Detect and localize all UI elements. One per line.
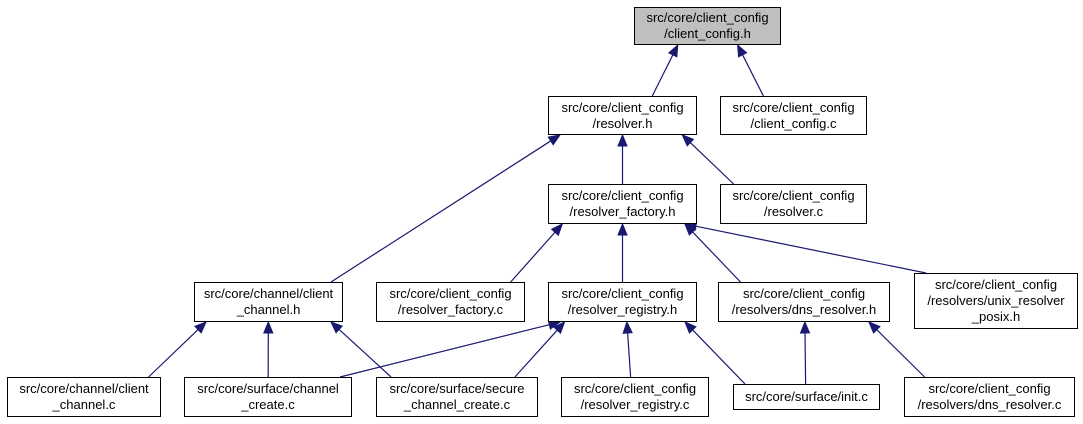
node-label-line: _channel.c (52, 397, 116, 412)
node-client-config-c[interactable]: src/core/client_config /client_config.c (720, 96, 867, 135)
node-resolver-registry-h[interactable]: src/core/client_config /resolver_registr… (548, 282, 697, 322)
edge-line (510, 231, 556, 283)
node-label-line: _posix.h (971, 309, 1021, 324)
node-label-line: /resolver.c (763, 204, 824, 219)
edge-unix_resolver_posix_h-to-resolver_factory_h (683, 221, 927, 274)
edge-line (148, 329, 199, 378)
arrowhead-icon (194, 321, 207, 334)
node-label-line: src/core/client_config (573, 381, 697, 396)
edge-resolver_registry_h-to-resolver_factory_h (617, 222, 628, 282)
node-label-line: _create.c (241, 397, 295, 412)
node-dns-resolver-h[interactable]: src/core/client_config /resolvers/dns_re… (718, 282, 890, 322)
edge-line (339, 324, 550, 378)
node-label-line: _channel.h (236, 302, 301, 317)
edge-line (689, 142, 735, 185)
arrowhead-icon (622, 320, 633, 334)
node-dns-resolver-c[interactable]: src/core/client_config /resolvers/dns_re… (904, 377, 1075, 417)
node-label-line: /resolvers/dns_resolver.h (731, 302, 877, 317)
node-channel-create-c[interactable]: src/core/surface/channel _create.c (184, 377, 352, 417)
node-label-line: /resolver.h (592, 115, 653, 131)
arrowhead-icon (617, 133, 628, 147)
arrowhead-icon (330, 321, 344, 334)
edge-line (627, 332, 632, 378)
arrowhead-icon (799, 320, 811, 334)
arrowhead-icon (552, 321, 566, 335)
node-client-channel-c[interactable]: src/core/channel/client _channel.c (7, 377, 161, 417)
node-label-line: src/core/channel/client (203, 286, 334, 301)
arrowhead-icon (684, 321, 697, 334)
node-label-line: src/core/client_config (561, 188, 684, 203)
node-label-line: /client_config.c (750, 115, 837, 131)
edge-line (804, 332, 807, 385)
node-label-line: src/core/client_config (742, 286, 866, 301)
node-label-line: src/core/client_config (646, 10, 769, 25)
node-label-line: src/core/client_config (934, 277, 1058, 292)
node-label-line: /resolver_factory.c (397, 302, 504, 317)
edge-line (651, 54, 674, 97)
node-label-line: src/core/client_config (389, 286, 512, 301)
edge-line (330, 140, 552, 283)
arrowhead-icon (737, 43, 748, 58)
node-resolver-factory-h[interactable]: src/core/client_config /resolver_factory… (548, 184, 697, 224)
edge-line (876, 329, 925, 378)
node-label-line: src/core/surface/channel (197, 381, 339, 396)
edge-dns_resolver_h-to-resolver_factory_h (684, 223, 741, 283)
edge-line (338, 328, 392, 378)
node-client-config-h: src/core/client_config /client_config.h (634, 7, 781, 45)
node-resolver-registry-c[interactable]: src/core/client_config /resolver_registr… (561, 377, 709, 417)
edge-resolver_registry_c-to-resolver_registry_h (622, 320, 633, 378)
node-label-line: _channel_create.c (403, 397, 511, 412)
edge-resolver_factory_c-to-resolver_factory_h (510, 223, 564, 283)
node-label-line: /resolver_registry.h (567, 302, 678, 317)
edge-line (742, 54, 764, 97)
node-label-line: /resolver_factory.h (569, 204, 676, 219)
edge-channel_create_c-to-client_channel_h (263, 320, 274, 378)
edge-client_channel_h-to-resolver_h (330, 134, 562, 283)
node-label-line: src/core/client_config (561, 99, 684, 115)
node-label-line: /resolvers/dns_resolver.c (917, 397, 1062, 412)
edge-resolver_c-to-resolver_h (681, 134, 735, 185)
node-client-channel-h[interactable]: src/core/channel/client _channel.h (194, 282, 343, 322)
node-label-line: /resolvers/unix_resolver (927, 293, 1065, 308)
arrowhead-icon (667, 43, 679, 58)
node-label-line: src/core/client_config (732, 99, 855, 115)
edge-line (692, 329, 746, 385)
node-resolver-h[interactable]: src/core/client_config /resolver.h (548, 96, 697, 135)
arrowhead-icon (867, 321, 881, 334)
edge-client_channel_c-to-client_channel_h (148, 321, 207, 378)
arrowhead-icon (681, 134, 695, 147)
arrowhead-icon (617, 222, 628, 236)
node-resolver-factory-c[interactable]: src/core/client_config /resolver_factory… (376, 282, 525, 322)
node-secure-channel-create-c[interactable]: src/core/surface/secure _channel_create.… (376, 377, 538, 417)
edge-dns_resolver_c-to-dns_resolver_h (867, 321, 925, 378)
edge-secure_channel_create_c-to-resolver_registry_h (514, 321, 566, 378)
node-label-line: src/core/surface/init.c (745, 389, 868, 404)
edge-line (514, 329, 558, 378)
node-label-line: src/core/client_config (928, 381, 1051, 396)
node-resolver-c[interactable]: src/core/client_config /resolver.c (720, 184, 867, 224)
node-label-line: src/core/client_config (561, 286, 684, 301)
node-unix-resolver-posix-h[interactable]: src/core/client_config /resolvers/unix_r… (914, 273, 1078, 329)
edge-line (695, 225, 927, 274)
arrowhead-icon (263, 320, 274, 334)
edge-resolver_factory_h-to-resolver_h (617, 133, 628, 184)
node-label-line: src/core/client_config (732, 188, 855, 203)
node-label-line: src/core/channel/client (19, 381, 149, 396)
node-init-c[interactable]: src/core/surface/init.c (733, 384, 880, 410)
edge-init_c-to-resolver_registry_h (684, 321, 746, 385)
edge-client_config_c-to-client_config_h (737, 43, 764, 97)
edge-line (692, 231, 741, 283)
node-label-line: /client_config.h (664, 26, 751, 41)
edge-init_c-to-dns_resolver_h (799, 320, 811, 385)
arrowhead-icon (550, 223, 564, 237)
arrowhead-icon (547, 134, 562, 146)
edge-channel_create_c-to-resolver_registry_h (339, 319, 562, 378)
node-label-line: src/core/surface/secure (389, 381, 525, 396)
node-label-line: /resolver_registry.c (580, 397, 690, 412)
edge-secure_channel_create_c-to-client_channel_h (330, 321, 392, 378)
edge-resolver_h-to-client_config_h (651, 43, 679, 97)
